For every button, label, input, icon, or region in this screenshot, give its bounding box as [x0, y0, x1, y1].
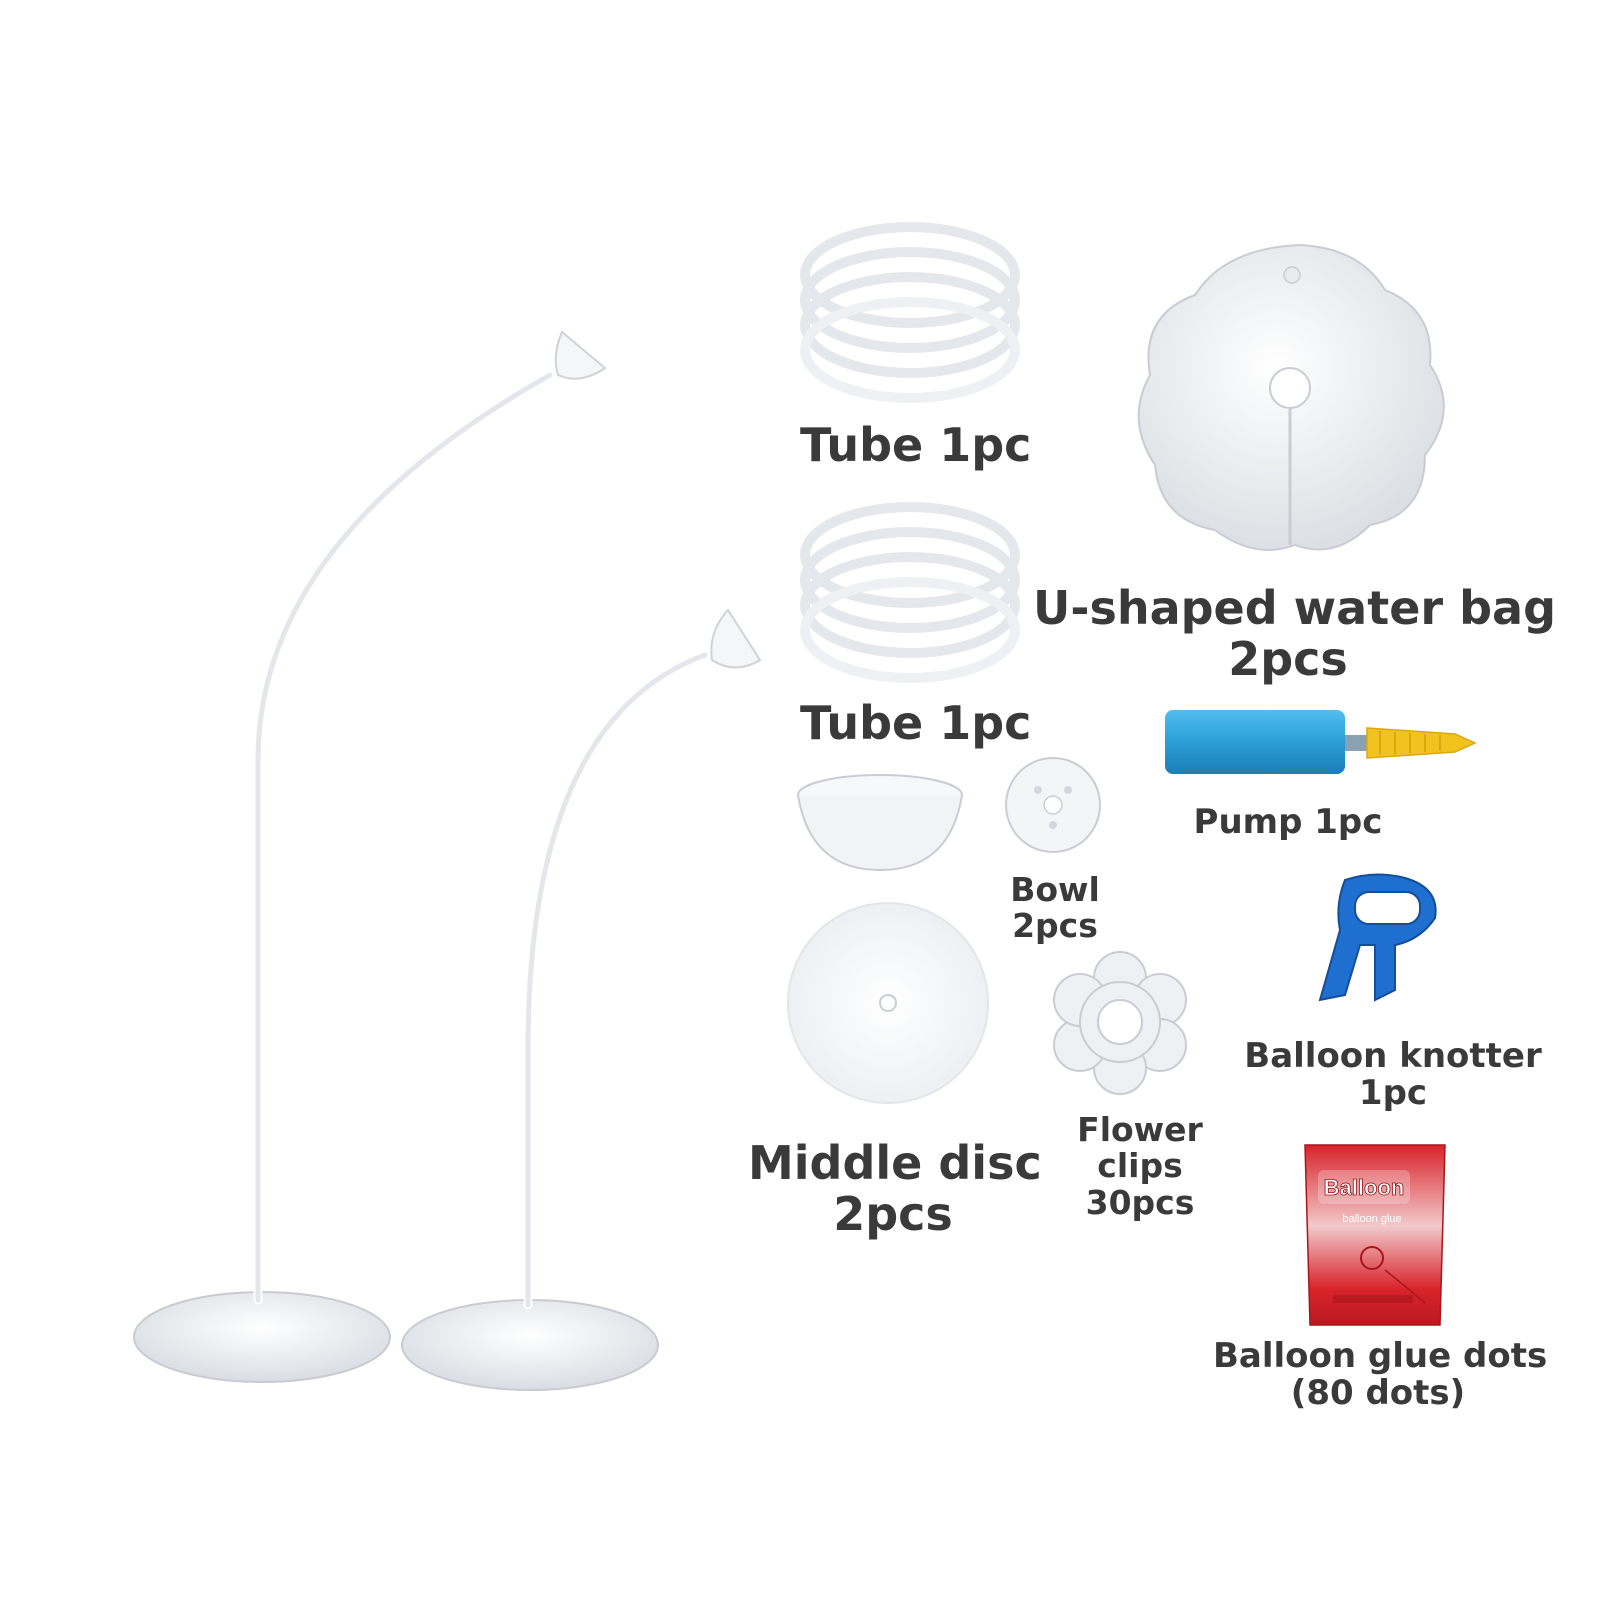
- tube-coil-bottom: [800, 502, 1020, 683]
- pump-body: [1165, 710, 1345, 774]
- knotter-label: Balloon knotter 1pc: [1233, 1036, 1553, 1114]
- package-brand-text: Balloon: [1324, 1175, 1405, 1200]
- water-base-short: [401, 1299, 659, 1391]
- flower-clip: [1053, 951, 1187, 1095]
- middle-disc-label-line2: 2pcs: [833, 1186, 953, 1241]
- flower-clips-label: Flower clips 30pcs: [1070, 1110, 1210, 1222]
- glue-dots-label: Balloon glue dots (80 dots): [1213, 1336, 1548, 1414]
- tube-bottom-label-text: Tube 1pc: [800, 696, 1032, 750]
- stand-cup-tall: [554, 330, 607, 380]
- bowl-label-line1: Bowl: [1010, 870, 1100, 909]
- stand-pole-tall: [255, 372, 553, 1303]
- middle-disc: [787, 902, 989, 1104]
- balloon-knotter: [1318, 873, 1437, 1002]
- middle-disc-label: Middle disc 2pcs: [748, 1136, 1042, 1241]
- balloon-glue-package: Balloon balloon glue: [1304, 1144, 1446, 1326]
- stand-pole-short-outline: [523, 650, 710, 1310]
- water-bag-label: U-shaped water bag 2pcs: [1033, 581, 1557, 686]
- tall-balloon-stand: [133, 330, 607, 1383]
- knotter-label-line2: 1pc: [1358, 1073, 1428, 1114]
- stand-cup-short: [710, 608, 762, 669]
- tube-top-label-text: Tube 1pc: [800, 418, 1032, 472]
- pump-nozzle: [1366, 727, 1477, 759]
- water-base-tall: [133, 1291, 391, 1383]
- water-bag-label-line2: 2pcs: [1228, 631, 1348, 686]
- pump-label: Pump 1pc: [1188, 802, 1388, 842]
- flower-clips-label-line1: Flower: [1077, 1110, 1203, 1149]
- bowl-label: Bowl 2pcs: [1000, 870, 1110, 946]
- stand-pole-short: [525, 652, 708, 1308]
- bowl-top-view: [1005, 757, 1101, 853]
- glue-dots-label-line2: (80 dots): [1290, 1373, 1466, 1414]
- tube-bottom-label: Tube 1pc: [800, 696, 1032, 750]
- glue-dots-label-line1: Balloon glue dots: [1213, 1336, 1548, 1376]
- water-bag-label-line1: U-shaped water bag: [1033, 581, 1557, 635]
- flower-clips-label-line2: clips: [1097, 1146, 1183, 1186]
- tube-coil-top: [800, 222, 1020, 403]
- flower-clips-label-line3: 30pcs: [1085, 1182, 1195, 1222]
- pump-label-text: Pump 1pc: [1193, 802, 1383, 842]
- hand-pump: [1165, 710, 1477, 774]
- bowl-label-line2: 2pcs: [1012, 906, 1098, 946]
- knotter-label-line1: Balloon knotter: [1244, 1036, 1542, 1076]
- stand-pole-tall-outline: [253, 370, 555, 1305]
- middle-disc-label-line1: Middle disc: [748, 1136, 1042, 1190]
- bowl-item: [797, 774, 963, 872]
- tube-top-label: Tube 1pc: [800, 418, 1032, 472]
- package-subtext: balloon glue: [1342, 1213, 1401, 1225]
- u-shaped-water-bag: [1137, 243, 1445, 551]
- short-balloon-stand: [401, 608, 762, 1391]
